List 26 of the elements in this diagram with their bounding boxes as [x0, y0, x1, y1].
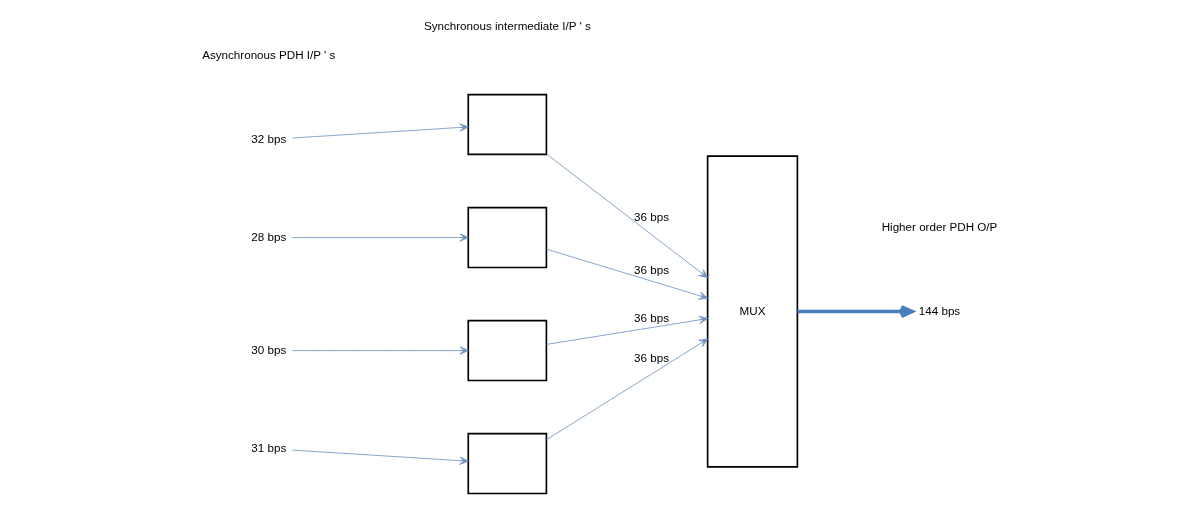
arrow — [545, 248, 708, 300]
edge-label: 36 bps — [633, 351, 669, 365]
node-text: 32 bps — [250, 131, 286, 145]
node-text: 28 bps — [250, 229, 286, 243]
edge-label: 36 bps — [633, 210, 669, 224]
node-box — [466, 432, 547, 495]
node-box — [466, 206, 547, 269]
node-text: 144 bps — [918, 303, 960, 317]
arrow — [797, 305, 914, 319]
edge-label: 36 bps — [633, 263, 669, 277]
label: Asynchronous PDH I/P ' s — [201, 48, 335, 62]
label: Synchronous intermediate I/P ' s — [423, 18, 591, 32]
node-text: 30 bps — [250, 342, 286, 356]
arrow — [291, 233, 469, 242]
edge-label: 36 bps — [633, 311, 669, 325]
arrow — [291, 123, 469, 139]
arrow — [545, 315, 708, 345]
arrow — [545, 153, 708, 279]
node-text: 31 bps — [250, 440, 286, 454]
arrow — [545, 338, 708, 441]
arrow — [291, 449, 469, 465]
node-box — [466, 319, 547, 382]
arrow — [291, 346, 469, 355]
node-box: MUX — [706, 155, 798, 468]
label: Higher order PDH O/P — [881, 220, 997, 234]
node-box — [466, 93, 547, 156]
